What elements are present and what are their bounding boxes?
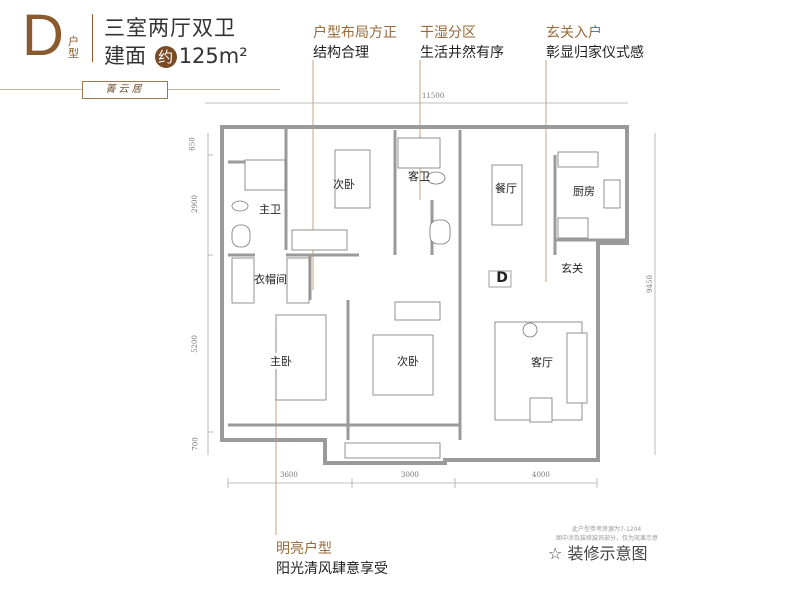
- fridge-icon: [557, 217, 589, 239]
- dim-bottom: 3000: [401, 471, 419, 479]
- callout-title: 户型布局方正: [313, 25, 397, 41]
- basin-icon: [429, 219, 451, 245]
- callout-subtitle: 结构合理: [313, 45, 369, 61]
- room-label: 次卧: [397, 353, 419, 369]
- unit-tag-box: [488, 270, 512, 288]
- unit-suffix: 户型: [68, 35, 79, 60]
- callout-wet-dry: 干湿分区 生活井然有序: [420, 22, 504, 62]
- callout-bright: 明亮户型 阳光清风肆意享受: [276, 538, 388, 578]
- furniture: [231, 137, 621, 459]
- legend-label: 装修示意图: [567, 544, 648, 563]
- room-label: 客厅: [531, 354, 553, 370]
- balcony-storage: [344, 442, 441, 459]
- dim-left: 700: [191, 437, 200, 451]
- disclaimer-note: 图中涉及装修装饰部分，仅为效果示意: [556, 535, 659, 542]
- toilet-icon: [231, 200, 249, 212]
- dim-bottom: 3600: [280, 471, 298, 479]
- wardrobe-icon: [231, 257, 255, 304]
- room-label: 次卧: [333, 178, 355, 191]
- dining-table-icon: [491, 164, 523, 226]
- room-label: 餐厅: [495, 182, 517, 195]
- dim-left: 650: [188, 137, 197, 151]
- approx-badge: 约: [154, 46, 177, 68]
- basin-icon: [231, 224, 251, 248]
- callout-layout: 户型布局方正 结构合理: [313, 22, 397, 62]
- sink-icon: [557, 151, 599, 168]
- dim-left: 5200: [190, 335, 199, 353]
- reference-note: 此户型参考房源为7-1204: [572, 526, 642, 533]
- star-outline-icon: ☆: [548, 544, 563, 563]
- dim-left: 2900: [190, 195, 199, 213]
- dim-right: 9450: [645, 275, 654, 293]
- wardrobe-icon: [286, 257, 310, 304]
- room-label: 客卫: [408, 170, 430, 183]
- area-value: 125m²: [178, 44, 248, 68]
- plant-icon: [522, 322, 538, 338]
- unit-tag: D: [496, 270, 508, 286]
- room-label: 主卧: [270, 353, 292, 369]
- project-stamp: 菁云居: [82, 81, 168, 99]
- room-label: 厨房: [573, 185, 595, 198]
- stove-icon: [603, 179, 621, 209]
- bed-icon: [334, 149, 371, 209]
- wardrobe-icon: [394, 301, 441, 321]
- callout-title: 玄关入户: [546, 25, 602, 41]
- callout-subtitle: 彰显归家仪式感: [546, 45, 644, 61]
- callout-title: 明亮户型: [276, 541, 332, 557]
- unit-letter: D: [22, 3, 64, 68]
- room-label: 主卫: [259, 203, 281, 216]
- area-prefix: 建面: [104, 44, 146, 68]
- dimension-lines: [205, 102, 656, 488]
- walls: [220, 125, 629, 465]
- toilet-icon: [426, 171, 446, 185]
- callout-subtitle: 生活井然有序: [420, 45, 504, 61]
- layout-title: 三室两厅双卫: [104, 16, 236, 40]
- room-label: 衣帽间: [254, 273, 287, 286]
- room-label: 玄关: [561, 262, 583, 275]
- callout-title: 干湿分区: [420, 25, 476, 41]
- dim-top: 11500: [422, 92, 445, 100]
- dim-bottom: 4000: [532, 471, 550, 479]
- legend: ☆ 装修示意图: [548, 540, 647, 564]
- shower: [244, 159, 286, 191]
- armchair-icon: [529, 397, 553, 423]
- wardrobe-icon: [291, 229, 348, 251]
- sofa-icon: [566, 332, 588, 404]
- callout-subtitle: 阳光清风肆意享受: [276, 561, 388, 577]
- shower: [397, 137, 441, 169]
- divider: [92, 14, 93, 62]
- callout-entrance: 玄关入户 彰显归家仪式感: [546, 22, 644, 62]
